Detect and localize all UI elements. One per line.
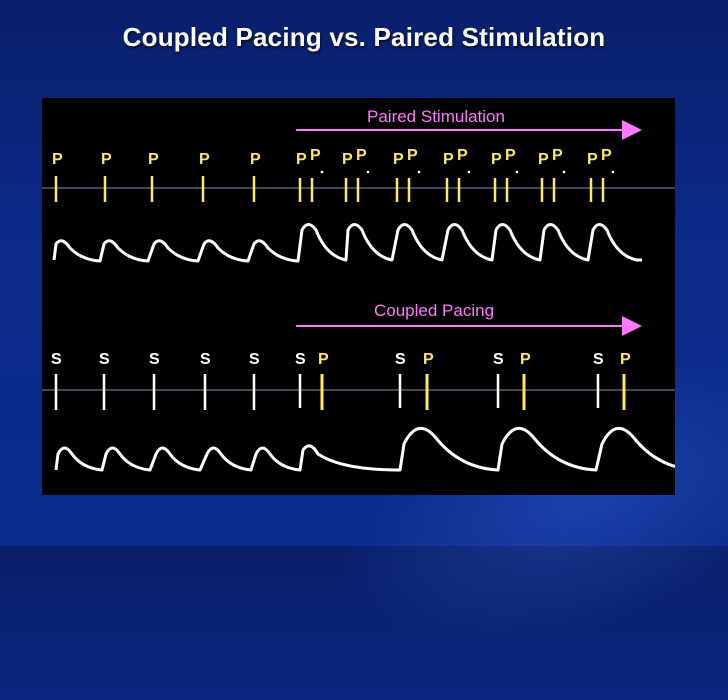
top-p-label: P — [148, 151, 159, 168]
bottom-s-label: S — [99, 351, 110, 368]
top-p-label: P — [342, 151, 353, 168]
top-p-label: P — [552, 147, 563, 164]
top-p-label: P — [250, 151, 261, 168]
top-dot — [562, 170, 566, 174]
bottom-s-label: S — [200, 351, 211, 368]
top-dot — [366, 170, 370, 174]
top-p-label: P — [443, 151, 454, 168]
top-dot — [467, 170, 471, 174]
paired-stimulation-waveform — [52, 223, 642, 263]
bottom-s-label: S — [249, 351, 260, 368]
bottom-p-label: P — [520, 351, 531, 368]
top-dot — [611, 170, 615, 174]
bottom-p-label: P — [318, 351, 329, 368]
bottom-p-label: P — [423, 351, 434, 368]
top-p-label: P — [407, 147, 418, 164]
top-p-label: P — [356, 147, 367, 164]
top-dot — [417, 170, 421, 174]
slide-title: Coupled Pacing vs. Paired Stimulation — [122, 22, 606, 52]
bottom-s-label: S — [493, 351, 504, 368]
top-p-label: P — [310, 147, 321, 164]
top-p-label: P — [393, 151, 404, 168]
top-p-label: P — [199, 151, 210, 168]
top-p-label: P — [296, 151, 307, 168]
coupled-pacing-waveform — [54, 427, 675, 472]
top-p-label: P — [457, 147, 468, 164]
top-p-label: P — [491, 151, 502, 168]
bottom-s-label: S — [51, 351, 62, 368]
bottom-p-label: P — [620, 351, 631, 368]
top-p-label: P — [505, 147, 516, 164]
bottom-s-label: S — [395, 351, 406, 368]
top-dot — [515, 170, 519, 174]
bottom-s-label: S — [149, 351, 160, 368]
coupled-pacing-label: Coupled Pacing — [374, 301, 494, 320]
top-dot — [320, 170, 324, 174]
bottom-s-label: S — [593, 351, 604, 368]
top-p-label: P — [101, 151, 112, 168]
top-p-label: P — [601, 147, 612, 164]
top-p-label: P — [52, 151, 63, 168]
top-p-label: P — [587, 151, 598, 168]
top-p-label: P — [538, 151, 549, 168]
bottom-s-label: S — [295, 351, 306, 368]
paired-stimulation-label: Paired Stimulation — [367, 107, 505, 126]
